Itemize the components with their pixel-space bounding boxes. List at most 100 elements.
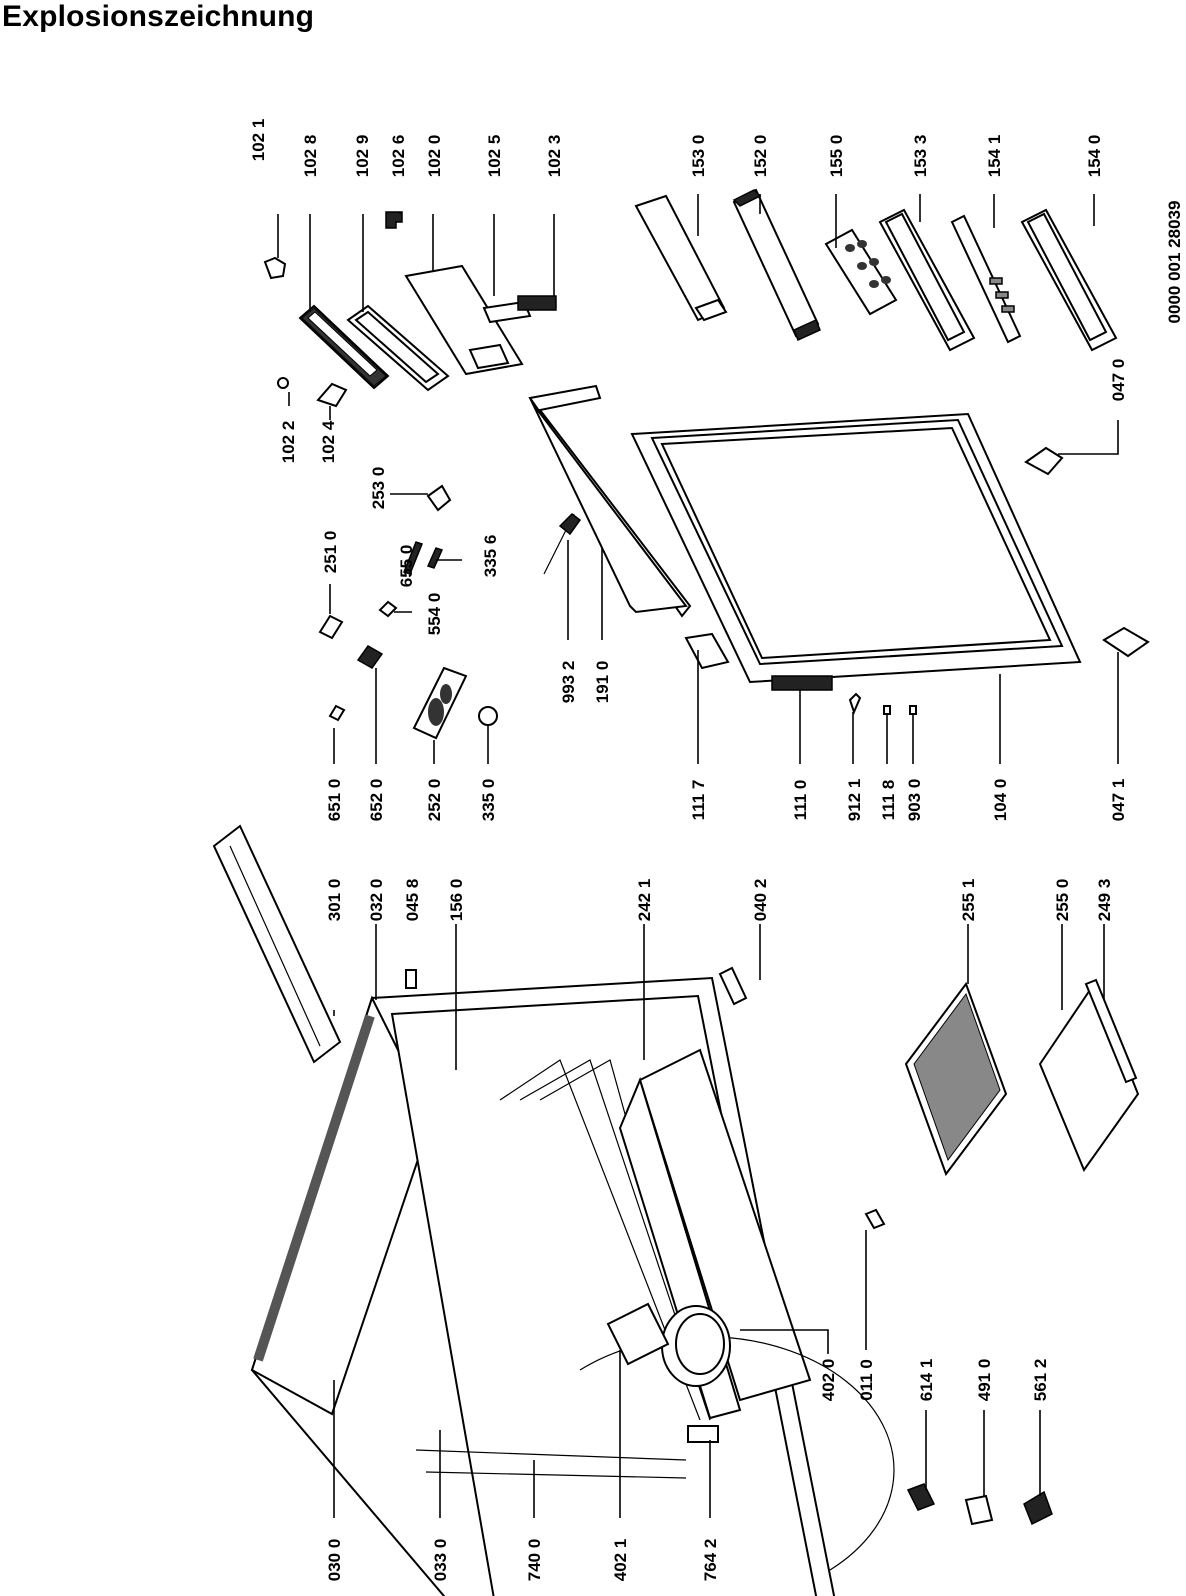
part-155-0-egg-tray <box>824 228 898 316</box>
label-191-0: 191 0 <box>593 661 612 704</box>
label-030-0: 030 0 <box>325 1539 344 1582</box>
part-255-1-glass-shelf <box>904 981 1008 1177</box>
label-561-2: 561 2 <box>1031 1359 1050 1402</box>
part-040-2-bracket <box>718 966 748 1006</box>
part-252-0-thermostat-housing <box>412 666 468 740</box>
part-045-8-foot <box>405 969 417 989</box>
label-655-0: 655 0 <box>397 545 416 588</box>
label-047-1: 047 1 <box>1109 779 1128 822</box>
label-047-0: 047 0 <box>1109 359 1128 402</box>
label-335-0: 335 0 <box>479 779 498 822</box>
label-402-0: 402 0 <box>819 1359 838 1402</box>
part-335-6-bulb <box>426 547 444 569</box>
part-111-8-pin <box>883 705 891 715</box>
label-045-8: 045 8 <box>403 879 422 922</box>
part-104-0-refrigerator-door <box>630 412 1082 684</box>
label-102-1: 102 1 <box>249 119 268 162</box>
part-154-1-bottle-rail <box>950 214 1022 344</box>
label-402-1: 402 1 <box>611 1539 630 1582</box>
part-cabinet-body <box>250 976 895 1596</box>
label-032-0: 032 0 <box>367 879 386 922</box>
label-614-1: 614 1 <box>917 1359 936 1402</box>
part-labels: 102 1 102 8 102 9 102 6 102 0 102 5 102 … <box>249 119 1128 1582</box>
label-993-2: 993 2 <box>559 661 578 704</box>
label-040-2: 040 2 <box>751 879 770 922</box>
label-102-3: 102 3 <box>545 135 564 178</box>
label-912-1: 912 1 <box>845 779 864 822</box>
label-152-0: 152 0 <box>751 135 770 178</box>
part-402-0-compressor <box>606 1302 731 1387</box>
part-554-0-switch <box>378 600 398 618</box>
label-251-0: 251 0 <box>321 531 340 574</box>
label-033-0: 033 0 <box>431 1539 450 1582</box>
part-652-0-thermostat <box>356 645 384 669</box>
part-102-2-screw <box>277 377 290 389</box>
part-764-2-filter <box>687 1425 719 1443</box>
label-242-1: 242 1 <box>635 879 654 922</box>
label-740-0: 740 0 <box>525 1539 544 1582</box>
label-651-0: 651 0 <box>325 779 344 822</box>
part-111-7-hinge-cover <box>684 632 730 670</box>
part-102-0-freezer-door <box>404 264 524 376</box>
part-102-1-clip <box>263 256 287 280</box>
label-155-0: 155 0 <box>827 135 846 178</box>
label-252-0: 252 0 <box>425 779 444 822</box>
part-253-0-clip <box>426 484 452 512</box>
part-249-3-trim <box>1084 978 1138 1084</box>
label-104-0: 104 0 <box>991 779 1010 822</box>
label-102-2: 102 2 <box>279 421 298 464</box>
document-number: 0000 001 28039 <box>1165 201 1184 324</box>
part-154-0-bottom-shelf <box>1020 208 1118 352</box>
part-011-0-screw <box>864 1208 886 1230</box>
label-102-6: 102 6 <box>389 135 408 178</box>
part-102-6-latch <box>385 211 403 229</box>
label-111-0: 111 0 <box>791 780 810 821</box>
label-253-0: 253 0 <box>369 467 388 510</box>
label-255-0: 255 0 <box>1053 879 1072 922</box>
label-764-2: 764 2 <box>701 1539 720 1582</box>
label-102-8: 102 8 <box>301 135 320 178</box>
part-655-0-lamp-holder <box>403 541 423 575</box>
part-912-1-screw <box>848 692 862 715</box>
part-561-2-connector <box>1023 1490 1053 1526</box>
label-156-0: 156 0 <box>447 879 466 922</box>
part-335-0-lamp <box>478 706 498 726</box>
part-102-9-door-liner <box>346 304 450 392</box>
part-047-1-bottom-hinge <box>1102 626 1150 658</box>
label-301-0: 301 0 <box>325 879 344 922</box>
label-903-0: 903 0 <box>905 779 924 822</box>
label-491-0: 491 0 <box>975 1359 994 1402</box>
part-191-0-door-gasket <box>528 384 692 618</box>
label-153-3: 153 3 <box>911 135 930 178</box>
part-651-0-bolt <box>328 704 346 722</box>
label-154-1: 154 1 <box>985 135 1004 178</box>
part-153-3-door-shelf <box>878 208 976 352</box>
part-152-0-door-shelf <box>732 188 821 342</box>
label-102-0: 102 0 <box>425 135 444 178</box>
label-102-4: 102 4 <box>319 420 338 463</box>
label-249-3: 249 3 <box>1095 879 1114 922</box>
label-102-5: 102 5 <box>485 135 504 178</box>
part-903-0-pin <box>909 705 917 715</box>
label-554-0: 554 0 <box>425 593 444 636</box>
label-011-0: 011 0 <box>857 1359 876 1401</box>
label-154-0: 154 0 <box>1085 135 1104 178</box>
part-111-0-door-handle <box>771 675 833 691</box>
label-255-1: 255 1 <box>959 879 978 922</box>
part-614-1-relay <box>906 1483 936 1511</box>
part-255-0-glass <box>1038 981 1140 1173</box>
label-652-0: 652 0 <box>367 779 386 822</box>
part-102-4-flap <box>316 382 348 408</box>
part-301-0-top-trim <box>212 824 342 1064</box>
part-153-0-bottle-shelf <box>634 194 728 322</box>
part-251-0-knob-cover <box>318 614 344 640</box>
page-title: Explosionszeichnung <box>2 0 315 33</box>
label-153-0: 153 0 <box>689 135 708 178</box>
part-102-3-bracket <box>517 295 557 311</box>
part-047-0-top-hinge <box>1024 446 1064 476</box>
label-111-7: 111 7 <box>689 780 708 821</box>
part-491-0-cover <box>964 1494 994 1526</box>
label-335-6: 335 6 <box>481 535 500 578</box>
label-102-9: 102 9 <box>353 135 372 178</box>
